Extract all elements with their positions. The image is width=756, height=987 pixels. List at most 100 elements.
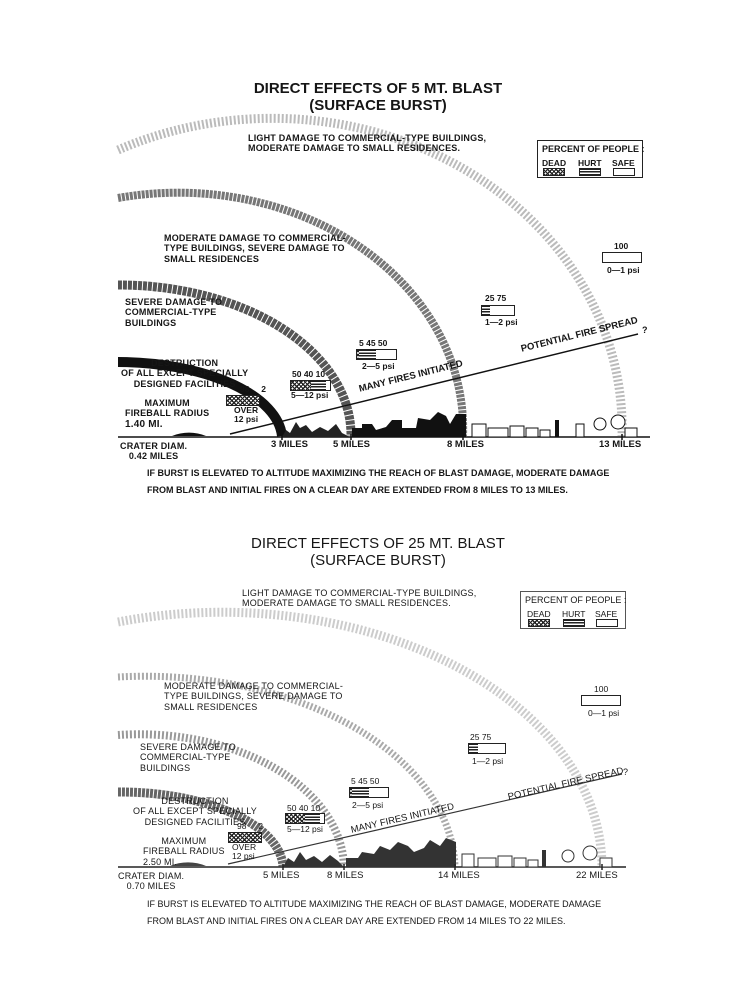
fireball-label: MAXIMUM FIREBALL RADIUS 1.40 MI.: [125, 398, 210, 430]
zone-pressure: 5—12 psi: [291, 390, 329, 400]
crater-label: CRATER DIAM. 0.70 MILES: [118, 871, 185, 892]
zone-pressure: 1—2 psi: [485, 317, 518, 327]
bar-segment-hurt: [258, 396, 259, 405]
bar-segment-safe: [603, 253, 641, 262]
damaged-buildings: [346, 838, 456, 867]
fireball: [172, 432, 206, 436]
people-legend: PERCENT OF PEOPLE : DEAD HURT SAFE: [537, 140, 645, 178]
distance-1: 3 MILES: [271, 439, 308, 450]
bar-segment-safe: [490, 306, 514, 315]
bar-segment-safe: [320, 814, 324, 823]
building: [461, 853, 475, 868]
bar-segment-safe: [368, 788, 388, 797]
building: [471, 423, 487, 438]
bar-segment-hurt: [469, 744, 478, 753]
bar-segment-dead: [350, 788, 352, 797]
house: [575, 423, 585, 438]
legend-dead: DEAD: [527, 609, 551, 619]
people-legend: PERCENT OF PEOPLE : DEAD HURT SAFE: [520, 591, 626, 629]
zone-pressure: 0—1 psi: [607, 265, 640, 275]
tree: [593, 417, 607, 431]
destruction-label: DESTRUCTION OF ALL EXCEPT SPECIALLY DESI…: [121, 358, 249, 389]
light-damage-label: LIGHT DAMAGE TO COMMERCIAL-TYPE BUILDING…: [248, 133, 487, 154]
rubble-silhouette: [282, 422, 350, 437]
title-line-1: DIRECT EFFECTS OF 5 MT. BLAST: [253, 80, 503, 97]
damaged-buildings: [352, 412, 466, 437]
distance-4: 13 MILES: [599, 439, 642, 450]
bar-segment-safe: [582, 696, 620, 705]
zone-people-bar: [285, 813, 325, 824]
zone-people-bar: [226, 395, 260, 406]
distance-1: 5 MILES: [263, 870, 300, 881]
blast-rings-graphic: [116, 113, 650, 440]
severe-damage-label: SEVERE DAMAGE TO COMMERCIAL-TYPE BUILDIN…: [125, 297, 223, 328]
building: [497, 855, 513, 868]
house: [599, 857, 613, 868]
legend-title: PERCENT OF PEOPLE :: [525, 595, 627, 605]
distance-3: 8 MILES: [447, 439, 484, 450]
bar-segment-safe: [376, 350, 396, 359]
zone-people-bar: [356, 349, 397, 360]
zone-percentages: 5 45 50: [351, 776, 380, 786]
distance-2: 5 MILES: [333, 439, 370, 450]
zone-percentages: 100: [594, 684, 609, 694]
zone-percentages: 98 2: [240, 384, 266, 394]
building: [509, 425, 525, 438]
title-line-1: DIRECT EFFECTS OF 25 MT. BLAST: [251, 535, 505, 552]
fire-spread-line: [229, 333, 639, 435]
legend-safe: SAFE: [612, 158, 635, 168]
distance-2: 8 MILES: [327, 870, 364, 881]
zone-percentages: 5 45 50: [359, 338, 388, 348]
bar-segment-hurt: [358, 350, 377, 359]
zone-pressure: OVER 12 psi: [234, 405, 259, 424]
zone-pressure: 2—5 psi: [362, 361, 395, 371]
light-damage-label: LIGHT DAMAGE TO COMMERCIAL-TYPE BUILDING…: [242, 588, 477, 609]
zone-percentages: 50 40 10: [292, 369, 326, 379]
zone-percentages: 25 75: [485, 293, 507, 303]
fire-spread-question: ?: [623, 767, 629, 777]
bar-segment-hurt: [482, 306, 490, 315]
zone-people-bar: [290, 380, 331, 391]
destruction-ring: [117, 357, 287, 437]
zone-pressure: 0—1 psi: [588, 708, 620, 718]
legend-hurt: HURT: [578, 158, 602, 168]
moderate-damage-ring: [117, 188, 468, 437]
title-line-2: (SURFACE BURST): [310, 552, 446, 570]
legend-dead: DEAD: [542, 158, 567, 168]
rubble-silhouette: [283, 852, 344, 867]
bar-segment-hurt: [305, 814, 321, 823]
diagram-title: DIRECT EFFECTS OF 5 MT. BLAST (SURFACE B…: [0, 80, 756, 115]
zone-percentages: 25 75: [470, 732, 492, 742]
elevated-burst-note: IF BURST IS ELEVATED TO ALTITUDE MAXIMIZ…: [147, 899, 602, 927]
fire-spread-line: [227, 773, 623, 865]
zone-people-bar: [481, 305, 515, 316]
zone-people-bar: [468, 743, 506, 754]
building: [513, 857, 527, 868]
zone-pressure: 1—2 psi: [472, 756, 504, 766]
severe-damage-ring: [117, 730, 348, 867]
bar-segment-dead: [286, 814, 305, 823]
legend-dead-swatch: [528, 619, 550, 627]
bar-segment-hurt: [260, 833, 261, 842]
bar-segment-hurt: [310, 381, 327, 390]
zone-people-bar: [349, 787, 389, 798]
legend-dead-swatch: [543, 168, 565, 176]
bar-segment-hurt: [351, 788, 369, 797]
legend-hurt-swatch: [579, 168, 601, 176]
destruction-label: DESTRUCTION OF ALL EXCEPT SPECIALLY DESI…: [133, 796, 257, 827]
zone-people-bar: [602, 252, 642, 263]
tree: [610, 414, 626, 430]
zone-pressure: OVER 12 psi: [232, 842, 257, 861]
legend-hurt: HURT: [562, 609, 586, 619]
fireball: [170, 862, 206, 866]
zone-percentages: 98 2: [237, 821, 263, 831]
zone-percentages: 100: [614, 241, 629, 251]
house: [624, 427, 638, 438]
fireball-label: MAXIMUM FIREBALL RADIUS 2.50 MI.: [143, 836, 225, 867]
zone-people-bar: [581, 695, 621, 706]
building: [527, 859, 539, 868]
legend-hurt-swatch: [563, 619, 585, 627]
legend-safe: SAFE: [595, 609, 618, 619]
